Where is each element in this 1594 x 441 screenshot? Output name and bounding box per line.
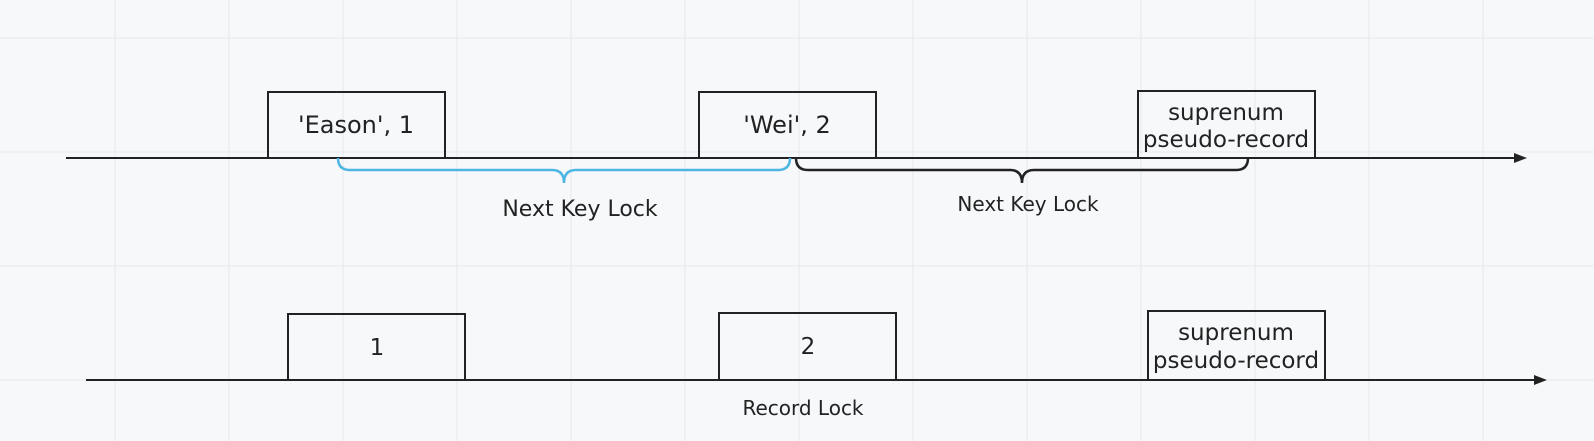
- record-label-line1: suprenum: [1178, 320, 1294, 346]
- record-box-eason: 'Eason', 1: [267, 91, 446, 159]
- record-label: 'Wei', 2: [743, 111, 830, 139]
- record-box-2: 2: [718, 312, 897, 381]
- record-label: 'Eason', 1: [298, 111, 414, 139]
- record-label-line1: suprenum: [1168, 100, 1284, 126]
- record-lock-label: Record Lock: [742, 396, 863, 420]
- next-key-lock-label-2: Next Key Lock: [957, 192, 1099, 216]
- top-axis-arrowhead: [1514, 153, 1527, 163]
- record-label-line2: pseudo-record: [1153, 348, 1319, 374]
- record-box-wei: 'Wei', 2: [698, 91, 877, 159]
- record-box-supremum: suprenum pseudo-record: [1137, 90, 1316, 159]
- top-row: 'Eason', 1 'Wei', 2 suprenum pseudo-reco…: [66, 90, 1527, 222]
- record-label: 1: [370, 335, 385, 361]
- record-box-1: 1: [287, 313, 466, 381]
- next-key-lock-brace-2: [794, 157, 1250, 184]
- bottom-axis-arrowhead: [1534, 375, 1547, 385]
- bottom-row: 1 2 suprenum pseudo-record Record Lock: [86, 310, 1547, 420]
- next-key-lock-label-1: Next Key Lock: [502, 197, 658, 222]
- next-key-lock-brace-1: [336, 157, 792, 184]
- record-box-supremum: suprenum pseudo-record: [1147, 310, 1326, 381]
- record-label-line2: pseudo-record: [1143, 127, 1309, 153]
- record-label: 2: [801, 334, 816, 360]
